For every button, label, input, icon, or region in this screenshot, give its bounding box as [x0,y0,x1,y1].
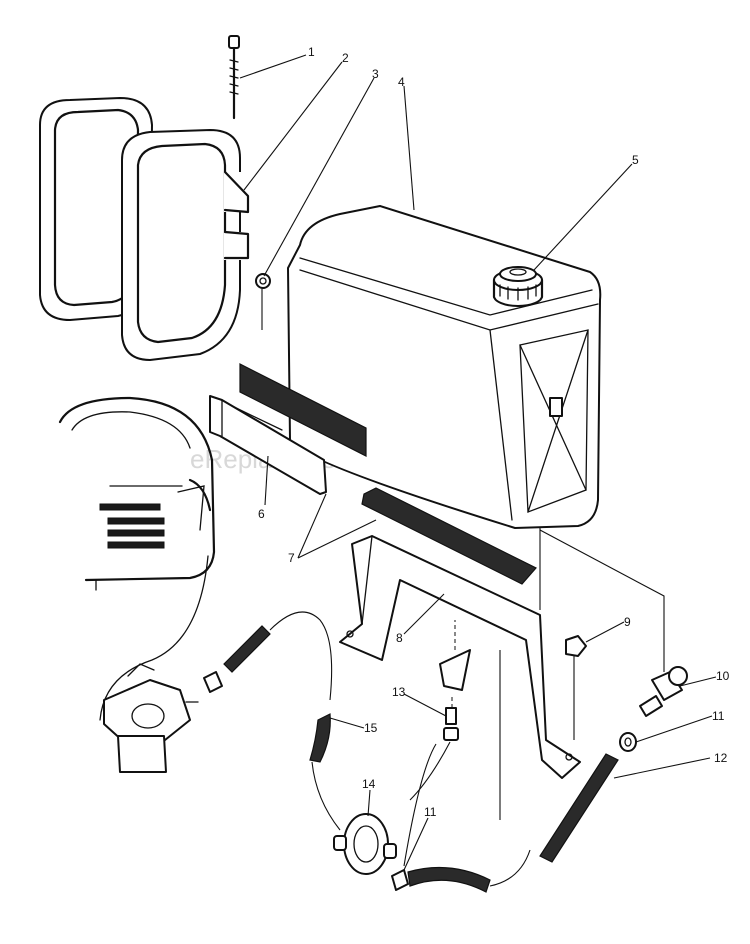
callout-11-upper: 11 [712,709,725,723]
part-6-bracket [209,395,327,495]
callout-4: 4 [398,75,405,89]
callout-labels: 1 2 3 4 5 6 7 8 9 10 11 12 13 14 15 11 [258,45,730,819]
carburetor [103,663,199,773]
callout-7: 7 [288,551,295,565]
callout-8: 8 [396,631,403,645]
callout-15: 15 [364,721,378,735]
part-7-pad-upper [239,363,367,457]
callout-9: 9 [624,615,631,629]
part-14-fuel-filter [333,813,397,875]
fuel-line-upper [203,611,333,701]
part-3-nut [255,273,271,289]
part-7-pad-lower [361,487,537,585]
callout-14: 14 [362,777,376,791]
callout-1: 1 [308,45,315,59]
part-15-hose [309,713,341,831]
part-13-fitting [409,694,459,801]
callout-6: 6 [258,507,265,521]
part-9-nut [565,635,587,740]
part-1-bolt [228,35,240,120]
callout-leaders [239,54,717,871]
part-4-fuel-tank [287,205,602,529]
callout-11-lower: 11 [424,805,437,819]
callout-5: 5 [632,153,639,167]
part-5-fuel-cap [492,266,544,307]
guide-lines [261,289,541,867]
callout-13: 13 [392,685,406,699]
callout-2: 2 [342,51,349,65]
part-2-strap-front [121,129,250,361]
part-12-hose [539,753,619,863]
engine-air-cleaner [58,396,216,721]
part-11-clamp-lower [391,849,531,893]
part-11-clamp-upper [619,732,637,752]
part-8-tank-support [339,535,581,779]
callout-12: 12 [714,751,728,765]
callout-3: 3 [372,67,379,81]
callout-10: 10 [716,669,730,683]
part-10-fuel-valve [539,529,688,717]
